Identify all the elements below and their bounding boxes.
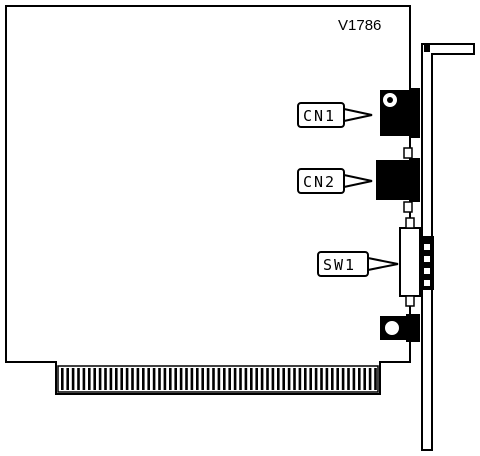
sw1-callout-label: SW1 bbox=[323, 256, 356, 274]
edge-finger bbox=[158, 368, 161, 390]
edge-finger bbox=[255, 368, 258, 390]
edge-finger bbox=[314, 368, 318, 390]
edge-finger bbox=[282, 368, 285, 390]
edge-finger bbox=[196, 368, 199, 390]
board-outline bbox=[5, 5, 411, 395]
edge-finger bbox=[287, 368, 291, 390]
edge-finger bbox=[320, 368, 323, 390]
cn2-callout-label: CN2 bbox=[303, 173, 336, 191]
edge-finger bbox=[228, 368, 231, 390]
edge-finger bbox=[293, 368, 296, 390]
edge-finger bbox=[250, 368, 253, 390]
edge-finger bbox=[239, 368, 242, 390]
edge-finger bbox=[368, 368, 372, 390]
cn1-connector bbox=[380, 88, 420, 138]
edge-finger bbox=[309, 368, 312, 390]
edge-finger bbox=[93, 368, 96, 390]
edge-finger bbox=[61, 368, 64, 390]
cn2-connector bbox=[376, 147, 420, 213]
edge-finger bbox=[131, 368, 134, 390]
edge-finger bbox=[142, 368, 145, 390]
cn1-callout-label: CN1 bbox=[303, 107, 336, 125]
edge-finger bbox=[212, 368, 215, 390]
edge-finger bbox=[71, 368, 75, 390]
edge-finger bbox=[374, 368, 377, 390]
edge-finger bbox=[233, 368, 237, 390]
edge-finger bbox=[115, 368, 118, 390]
edge-finger bbox=[347, 368, 350, 390]
edge-finger bbox=[298, 368, 302, 390]
edge-finger bbox=[174, 368, 177, 390]
edge-finger bbox=[331, 368, 334, 390]
edge-finger bbox=[152, 368, 156, 390]
edge-finger bbox=[185, 368, 188, 390]
edge-finger bbox=[304, 368, 307, 390]
edge-finger bbox=[217, 368, 221, 390]
mounting-bracket bbox=[421, 43, 475, 451]
edge-finger bbox=[66, 368, 69, 390]
edge-finger bbox=[77, 368, 80, 390]
cn2-callout: CN2 bbox=[297, 168, 373, 194]
edge-finger bbox=[352, 368, 356, 390]
edge-finger bbox=[147, 368, 150, 390]
edge-finger bbox=[163, 368, 167, 390]
edge-connector bbox=[57, 365, 379, 393]
board-model-label: V1786 bbox=[338, 17, 381, 34]
status-jack bbox=[380, 314, 420, 342]
edge-finger bbox=[120, 368, 123, 390]
edge-finger bbox=[206, 368, 210, 390]
edge-finger bbox=[341, 368, 345, 390]
edge-finger bbox=[325, 368, 329, 390]
edge-finger bbox=[201, 368, 204, 390]
edge-finger bbox=[136, 368, 140, 390]
edge-finger bbox=[271, 368, 275, 390]
edge-finger bbox=[104, 368, 107, 390]
edge-finger bbox=[190, 368, 194, 390]
edge-finger bbox=[98, 368, 102, 390]
edge-finger bbox=[363, 368, 366, 390]
edge-finger bbox=[169, 368, 172, 390]
edge-finger bbox=[277, 368, 280, 390]
edge-finger bbox=[88, 368, 91, 390]
sw1-callout: SW1 bbox=[317, 251, 399, 277]
edge-finger bbox=[336, 368, 339, 390]
edge-finger bbox=[125, 368, 129, 390]
edge-finger bbox=[244, 368, 248, 390]
edge-finger bbox=[179, 368, 183, 390]
sw1-dip-switch bbox=[399, 217, 434, 307]
edge-finger bbox=[260, 368, 264, 390]
edge-finger bbox=[266, 368, 269, 390]
edge-finger bbox=[82, 368, 86, 390]
edge-finger bbox=[109, 368, 113, 390]
cn1-callout: CN1 bbox=[297, 102, 373, 128]
edge-finger bbox=[358, 368, 361, 390]
edge-finger bbox=[223, 368, 226, 390]
